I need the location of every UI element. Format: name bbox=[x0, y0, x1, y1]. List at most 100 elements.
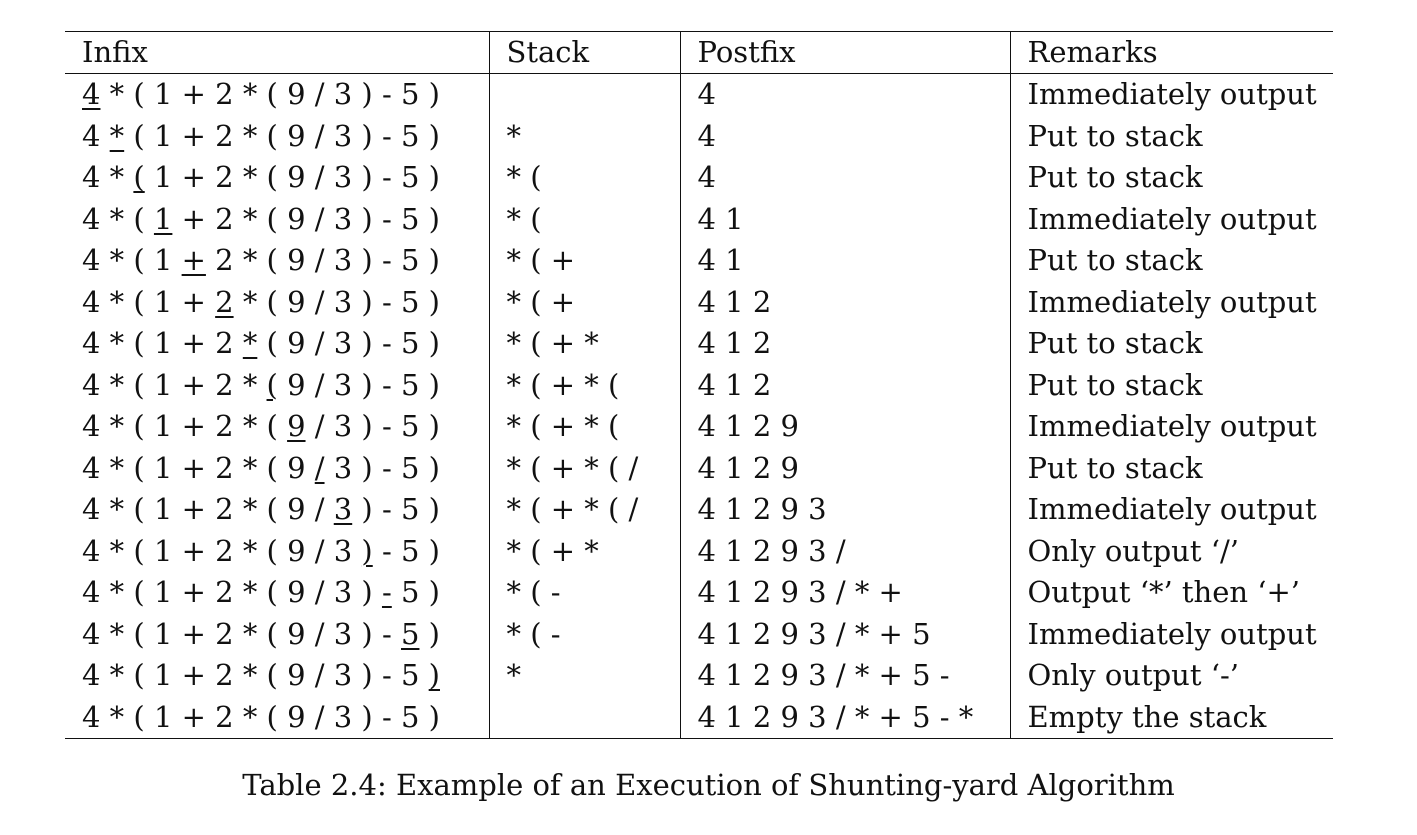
infix-token: / bbox=[314, 160, 325, 195]
infix-cell: 4 * ( 1 + 2 * ( 9 / 3 ) - 5 ) bbox=[65, 240, 489, 282]
infix-token: 3 bbox=[333, 367, 353, 402]
infix-token: * bbox=[109, 160, 125, 195]
infix-token: 5 bbox=[401, 533, 420, 568]
infix-token: + bbox=[181, 160, 206, 195]
infix-token: + bbox=[181, 658, 206, 693]
infix-token: / bbox=[314, 699, 325, 734]
infix-token-current: 3 bbox=[333, 492, 353, 527]
infix-token: 2 bbox=[215, 367, 234, 402]
infix-token: * bbox=[242, 616, 258, 651]
infix-cell: 4 * ( 1 + 2 * ( 9 / 3 ) - 5 ) bbox=[65, 697, 489, 739]
stack-cell: * bbox=[488, 655, 680, 697]
infix-token: ( bbox=[266, 77, 278, 112]
infix-token: ) bbox=[428, 616, 440, 651]
infix-token: ( bbox=[133, 367, 145, 402]
infix-token: 3 bbox=[333, 118, 353, 153]
infix-token: - bbox=[381, 326, 392, 361]
infix-token: 4 bbox=[82, 118, 101, 153]
infix-token: - bbox=[381, 160, 392, 195]
infix-token: 5 bbox=[401, 201, 420, 236]
infix-token: ) bbox=[361, 326, 373, 361]
infix-token: ) bbox=[361, 367, 373, 402]
infix-token: 2 bbox=[215, 243, 234, 278]
infix-token: / bbox=[314, 367, 325, 402]
infix-token: * bbox=[109, 616, 125, 651]
infix-token: 9 bbox=[287, 367, 306, 402]
infix-token: 9 bbox=[287, 201, 306, 236]
infix-token: * bbox=[109, 450, 125, 485]
postfix-cell: 4 1 2 9 bbox=[679, 406, 1010, 448]
infix-token: ( bbox=[133, 450, 145, 485]
infix-token: 4 bbox=[82, 326, 101, 361]
infix-token: - bbox=[381, 201, 392, 236]
remarks-cell: Only output ‘-’ bbox=[1009, 655, 1333, 697]
infix-token: 1 bbox=[153, 450, 173, 485]
infix-cell: 4 * ( 1 + 2 * ( 9 / 3 ) - 5 ) bbox=[65, 74, 489, 116]
postfix-cell: 4 1 2 bbox=[679, 281, 1010, 323]
infix-token: 4 bbox=[82, 367, 101, 402]
infix-token: * bbox=[242, 284, 258, 319]
infix-token: ) bbox=[361, 450, 373, 485]
remarks-cell: Output ‘*’ then ‘+’ bbox=[1009, 572, 1333, 614]
infix-token: 1 bbox=[153, 492, 173, 527]
infix-token: * bbox=[109, 409, 125, 444]
infix-token: + bbox=[181, 201, 206, 236]
infix-token: 4 bbox=[82, 160, 101, 195]
infix-token: 3 bbox=[333, 77, 353, 112]
remarks-cell: Only output ‘/’ bbox=[1009, 530, 1333, 572]
infix-token: + bbox=[181, 575, 206, 610]
infix-token: 2 bbox=[215, 450, 234, 485]
infix-token: * bbox=[109, 243, 125, 278]
infix-token: ( bbox=[133, 326, 145, 361]
infix-token: 1 bbox=[153, 243, 173, 278]
infix-token: + bbox=[181, 450, 206, 485]
postfix-cell: 4 1 2 9 3 / * + bbox=[679, 572, 1010, 614]
infix-token: * bbox=[242, 533, 258, 568]
infix-token: 1 bbox=[153, 367, 173, 402]
infix-token: 1 bbox=[153, 616, 173, 651]
infix-token: 9 bbox=[287, 492, 306, 527]
remarks-cell: Empty the stack bbox=[1009, 696, 1333, 739]
infix-token: ) bbox=[361, 118, 373, 153]
stack-cell: * ( + bbox=[488, 240, 680, 282]
shunting-yard-table-container: Infix Stack Postfix Remarks 4 * ( 1 + 2 … bbox=[65, 31, 1333, 739]
infix-token: 4 bbox=[82, 533, 101, 568]
infix-token: ( bbox=[266, 243, 278, 278]
infix-token-current: * bbox=[109, 118, 125, 153]
infix-token: 9 bbox=[287, 616, 306, 651]
infix-token: 5 bbox=[401, 699, 420, 734]
infix-token: ) bbox=[361, 616, 373, 651]
infix-token: ) bbox=[428, 575, 440, 610]
infix-token: 5 bbox=[401, 284, 420, 319]
infix-token: ( bbox=[133, 699, 145, 734]
infix-token: * bbox=[242, 243, 258, 278]
infix-token: * bbox=[242, 118, 258, 153]
postfix-cell: 4 1 2 9 3 / * + 5 bbox=[679, 613, 1010, 655]
stack-cell: * ( + * ( / bbox=[488, 447, 680, 489]
infix-token: ( bbox=[266, 699, 278, 734]
infix-token: 9 bbox=[287, 284, 306, 319]
infix-token: / bbox=[314, 284, 325, 319]
infix-token: 5 bbox=[401, 450, 420, 485]
infix-token: * bbox=[109, 367, 125, 402]
infix-token: / bbox=[314, 533, 325, 568]
remarks-cell: Immediately output bbox=[1009, 489, 1333, 531]
infix-token: 3 bbox=[333, 284, 353, 319]
infix-token: 2 bbox=[215, 77, 234, 112]
infix-token: * bbox=[242, 160, 258, 195]
header-infix: Infix bbox=[82, 35, 148, 69]
stack-cell: * ( - bbox=[488, 613, 680, 655]
infix-token: 4 bbox=[82, 409, 101, 444]
infix-token: 5 bbox=[401, 326, 420, 361]
infix-token: 9 bbox=[287, 575, 306, 610]
postfix-cell: 4 1 bbox=[679, 240, 1010, 282]
infix-token-current: 9 bbox=[287, 409, 306, 444]
stack-cell: * ( + * ( bbox=[488, 406, 680, 448]
infix-token-current: ( bbox=[266, 367, 278, 402]
infix-token: 3 bbox=[333, 201, 353, 236]
infix-token: * bbox=[242, 575, 258, 610]
infix-token: 4 bbox=[82, 616, 101, 651]
